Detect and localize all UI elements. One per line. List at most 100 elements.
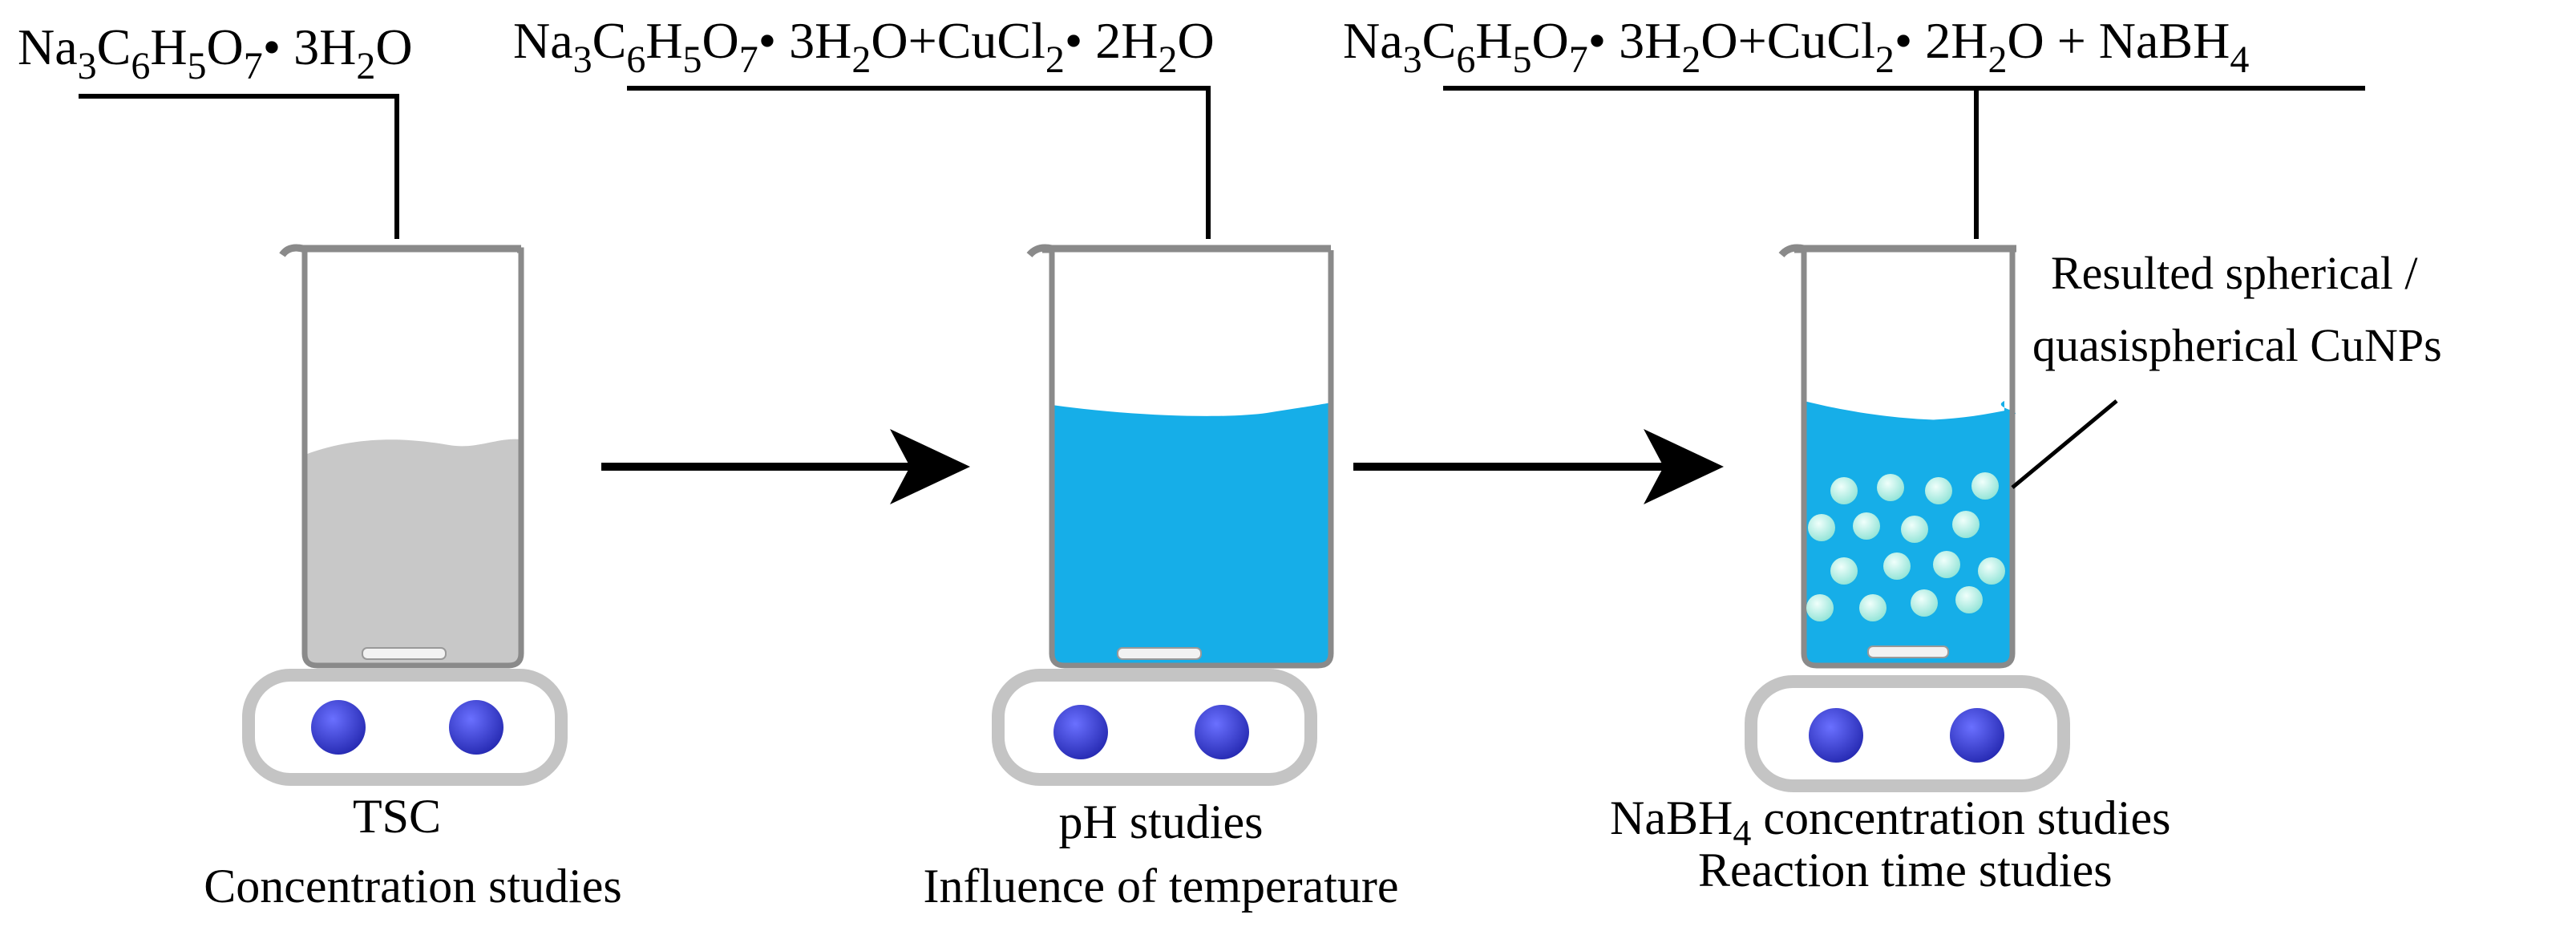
- formula-subscript: 2: [356, 45, 375, 87]
- formula-subscript: 2: [1988, 38, 2007, 81]
- formula-segment: 3H: [776, 12, 851, 69]
- formula-segment: O + NaBH: [2007, 12, 2230, 69]
- formula-segment: C: [592, 12, 627, 69]
- formula-subscript: 4: [2230, 38, 2249, 81]
- formula-segment: O: [702, 12, 739, 69]
- formula-segment: O: [207, 18, 244, 75]
- formula-segment: •: [263, 18, 281, 75]
- stage-1-formula: Na3C6H5O7• 3H2O: [18, 18, 413, 87]
- formula-subscript: 3: [78, 45, 97, 87]
- formula-segment: 3H: [1606, 12, 1681, 69]
- formula-segment: O: [1532, 12, 1569, 69]
- stage-1-caption-2: Concentration studies: [204, 860, 622, 913]
- stage-2-liquid: [1052, 403, 1331, 664]
- formula-segment: •: [1588, 12, 1606, 69]
- nanoparticle-icon: [1911, 589, 1938, 617]
- formula-segment: Na: [18, 18, 78, 75]
- formula-subscript: 5: [188, 45, 207, 87]
- formula-segment: H: [150, 18, 187, 75]
- nanoparticle-icon: [1877, 474, 1904, 501]
- formula-segment: •: [1065, 12, 1082, 69]
- stage-2-connector: [627, 86, 1211, 239]
- nanoparticle-icon: [1901, 516, 1928, 543]
- nanoparticle-icon: [1978, 557, 2005, 585]
- stage-1-connector: [79, 94, 399, 239]
- stage-2-caption-1: pH studies: [1059, 795, 1264, 848]
- formula-subscript: 7: [1569, 38, 1588, 81]
- formula-subscript: 3: [573, 38, 592, 81]
- annotation-line-2: quasispherical CuNPs: [2032, 319, 2442, 371]
- nanoparticle-icon: [1971, 472, 1999, 500]
- formula-subscript: 5: [1513, 38, 1532, 81]
- stage-2-caption-2: Influence of temperature: [924, 860, 1399, 913]
- knob-icon: [311, 700, 366, 755]
- knob-icon: [449, 700, 503, 755]
- formula-subscript: 3: [1403, 38, 1422, 81]
- formula-subscript: 5: [683, 38, 702, 81]
- annotation-pointer: [2011, 399, 2118, 489]
- knob-icon: [1950, 708, 2004, 763]
- formula-subscript: 7: [244, 45, 263, 87]
- formula-subscript: 2: [1681, 38, 1700, 81]
- magnetic-stirrer-icon: [242, 669, 568, 786]
- formula-segment: H: [645, 12, 682, 69]
- beaker-icon: [1026, 244, 1334, 669]
- nanoparticle-icon: [1955, 586, 1983, 613]
- formula-segment: •: [1895, 12, 1912, 69]
- formula-segment: O+CuCl: [1700, 12, 1874, 69]
- formula-segment: O+CuCl: [871, 12, 1045, 69]
- formula-subscript: 2: [1045, 38, 1065, 81]
- formula-segment: •: [758, 12, 776, 69]
- stage-1-liquid: [303, 439, 521, 664]
- formula-subscript: 2: [1158, 38, 1177, 81]
- stage-2-formula: Na3C6H5O7• 3H2O+CuCl2• 2H2O: [513, 12, 1215, 81]
- nanoparticle-icon: [1925, 477, 1952, 504]
- nanoparticle-icon: [1952, 511, 1980, 538]
- stage-3-caption-2: Reaction time studies: [1698, 844, 2113, 896]
- formula-segment: O: [375, 18, 412, 75]
- nanoparticle-icon: [1883, 552, 1911, 580]
- formula-segment: O: [1177, 12, 1214, 69]
- beaker-icon: [279, 244, 524, 669]
- stage-3: Na3C6H5O7• 3H2O+CuCl2• 2H2O + NaBH4: [1343, 12, 2442, 896]
- nanoparticle-icon: [1808, 514, 1835, 541]
- formula-subscript: 7: [739, 38, 758, 81]
- knob-icon: [1053, 705, 1108, 759]
- formula-subscript: 6: [1456, 38, 1475, 81]
- caption-subscript: 4: [1733, 812, 1751, 853]
- stage-1-caption-1: TSC: [353, 790, 441, 843]
- formula-segment: 3H: [281, 18, 356, 75]
- formula-segment: Na: [1343, 12, 1403, 69]
- stage-2: Na3C6H5O7• 3H2O+CuCl2• 2H2O pH studies I…: [513, 12, 1399, 913]
- stage-1: Na3C6H5O7• 3H2O TSC Concentration studie…: [18, 18, 622, 913]
- magnetic-stirrer-icon: [1745, 675, 2070, 792]
- nanoparticle-icon: [1806, 594, 1834, 621]
- formula-segment: 2H: [1082, 12, 1158, 69]
- stage-3-formula: Na3C6H5O7• 3H2O+CuCl2• 2H2O + NaBH4: [1343, 12, 2249, 81]
- knob-icon: [1809, 708, 1863, 763]
- formula-segment: Na: [513, 12, 573, 69]
- arrow-right-icon: [1353, 429, 1724, 504]
- formula-segment: C: [1422, 12, 1457, 69]
- formula-segment: H: [1475, 12, 1512, 69]
- formula-segment: C: [97, 18, 131, 75]
- knob-icon: [1195, 705, 1249, 759]
- annotation-line-1: Resulted spherical /: [2051, 247, 2418, 299]
- magnetic-stirrer-icon: [992, 669, 1317, 786]
- formula-subscript: 2: [1875, 38, 1895, 81]
- nanoparticles: [1806, 472, 2005, 621]
- nanoparticle-icon: [1830, 477, 1858, 504]
- nanoparticle-icon: [1830, 557, 1858, 585]
- formula-subscript: 6: [626, 38, 645, 81]
- arrow-right-icon: [601, 429, 970, 504]
- formula-subscript: 6: [131, 45, 150, 87]
- formula-segment: 2H: [1912, 12, 1988, 69]
- nanoparticle-icon: [1859, 594, 1887, 621]
- formula-subscript: 2: [851, 38, 871, 81]
- beaker-icon: [1778, 244, 2016, 669]
- nanoparticle-icon: [1853, 512, 1880, 540]
- nanoparticle-icon: [1933, 551, 1960, 578]
- stage-3-caption-1: NaBH4 concentration studies: [1610, 791, 2171, 853]
